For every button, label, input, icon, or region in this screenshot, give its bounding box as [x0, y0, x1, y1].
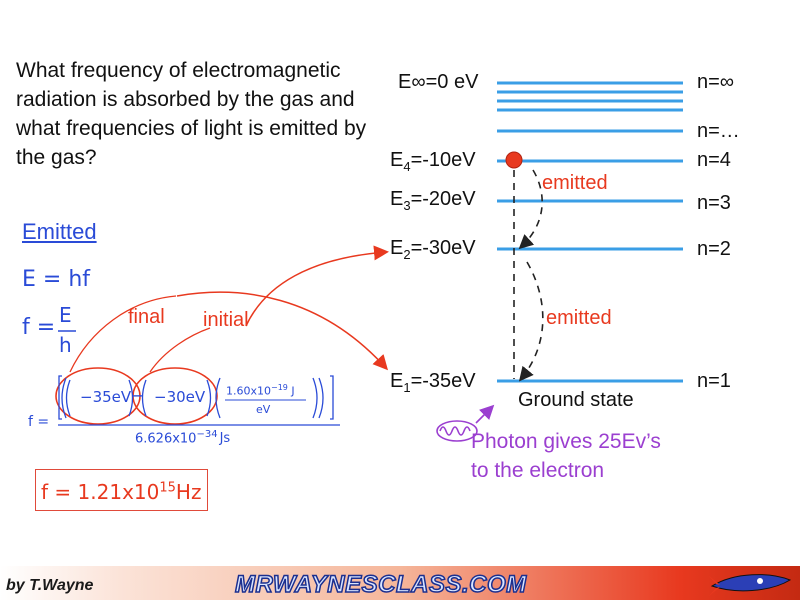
photon-icon [436, 404, 495, 442]
paren-left-3 [215, 377, 221, 419]
calc-brackets [58, 375, 334, 420]
final-connector [69, 295, 177, 373]
result-exp: 15 [159, 480, 176, 496]
emit-arrow-2-to-1 [518, 261, 544, 382]
infinity-level-label: E∞=0 eV [398, 71, 479, 93]
term-initial: −30eV [154, 388, 206, 406]
level-3-energy-label: E3=-20eV [390, 188, 476, 213]
level-1-energy-label: E1=-35eV [390, 370, 476, 395]
electron-dot [505, 151, 523, 169]
emitted-heading: Emitted [22, 219, 97, 244]
transition-arrows [513, 169, 544, 382]
eq1-rhs: hf [68, 267, 91, 292]
level-lines [497, 81, 683, 383]
conv-num: 1.60x10 [226, 384, 271, 398]
level-1-value: =-35eV [410, 370, 476, 392]
byline: by T.Wayne [6, 577, 94, 594]
level-2-e: E [390, 237, 404, 259]
final-to-e1-arrow [176, 291, 389, 371]
calc-f-label: f = [28, 414, 49, 430]
site-logo: MRWAYNESCLASS.COM [234, 570, 527, 599]
result-unit: Hz [175, 480, 202, 504]
result-equals: = [54, 480, 72, 504]
level-1-n-label: n=1 [697, 370, 731, 392]
conv-num-unit: J [291, 384, 295, 398]
denominator-value: 6.626x10 [135, 431, 197, 447]
eq2-numerator: E [59, 303, 72, 327]
equation-e-hf: E = hf [22, 267, 90, 292]
paren-right-3 [312, 377, 318, 419]
paren-left-1 [65, 379, 71, 417]
initial-label: initial [203, 309, 249, 331]
minus-sign: − [131, 386, 145, 405]
photon-line-1: Photon gives 25Ev’s [471, 430, 661, 453]
paren-left-2 [141, 379, 147, 417]
level-4-sub: 4 [403, 159, 411, 174]
level-4-value: =-10eV [410, 149, 476, 171]
denominator-exp: −34 [196, 429, 218, 440]
result-f: f [41, 480, 49, 504]
conversion-numerator: 1.60x10−19 J [226, 383, 295, 398]
level-2-value: =-30eV [410, 237, 476, 259]
level-2-energy-label: E2=-30eV [390, 237, 476, 262]
equation-f-lhs: f = [22, 315, 55, 340]
initial-connector [149, 327, 211, 373]
term-final: −35eV [80, 388, 132, 406]
paren-left-0 [61, 377, 67, 419]
result-box [35, 469, 208, 511]
result-equation: f = 1.21x1015Hz [41, 480, 201, 504]
ground-state-label: Ground state [518, 389, 634, 411]
outer-right-bracket [330, 375, 334, 420]
emitted-upper-label: emitted [542, 172, 608, 194]
outer-left-bracket [58, 375, 62, 420]
calc-f: f [28, 414, 33, 430]
eq2-denominator: h [59, 333, 72, 357]
level-2-n-label: n=2 [697, 238, 731, 260]
level-2-sub: 2 [403, 247, 411, 262]
level-1-e: E [390, 370, 404, 392]
level-3-n-label: n=3 [697, 192, 731, 214]
conversion-denominator: eV [256, 403, 271, 416]
level-3-sub: 3 [403, 198, 411, 213]
photon-line-2: to the electron [471, 459, 605, 482]
denominator-unit: Js [219, 431, 231, 447]
rocket-logo-icon [708, 574, 792, 597]
level-3-e: E [390, 188, 404, 210]
paren-right-1 [128, 379, 134, 417]
conv-num-exp: −19 [271, 383, 288, 392]
emit-arrow-4-to-2 [518, 169, 543, 250]
final-term-circle [55, 367, 141, 425]
question-text: What frequency of electromagnetic radiat… [16, 59, 367, 169]
paren-right-3b [318, 377, 324, 419]
emitted-lower-label: emitted [546, 307, 612, 329]
eq2-equals: = [36, 315, 56, 340]
paren-right-2 [206, 379, 212, 417]
infinity-n-label: n=∞ [697, 71, 735, 93]
level-1-sub: 1 [403, 380, 411, 395]
calc-equals: = [37, 414, 50, 430]
dots-n-label: n=… [697, 120, 740, 142]
final-label: final [128, 306, 165, 328]
level-4-energy-label: E4=-10eV [390, 149, 476, 174]
result-mantissa: 1.21x10 [77, 480, 160, 504]
eq1-lhs: E [22, 267, 36, 292]
level-3-value: =-20eV [410, 188, 476, 210]
level-4-n-label: n=4 [697, 149, 731, 171]
level-4-e: E [390, 149, 404, 171]
initial-to-e2-arrow [245, 245, 389, 327]
footer-band [0, 566, 800, 600]
eq1-equals: = [42, 267, 62, 292]
eq2-lhs: f [22, 315, 30, 340]
